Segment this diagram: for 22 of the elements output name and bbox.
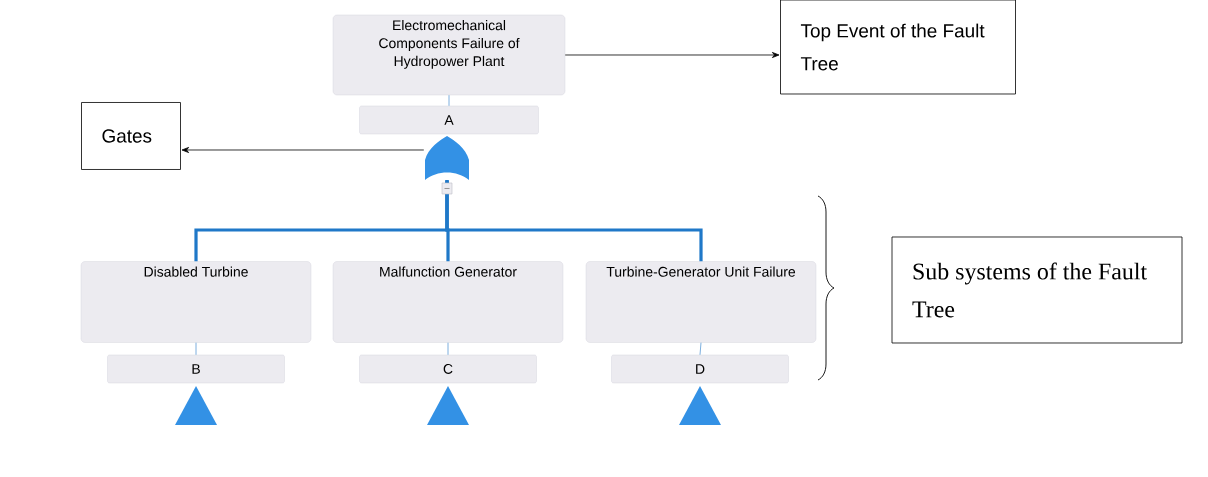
gate-label-box: C	[359, 354, 537, 384]
connector	[447, 342, 449, 356]
connector	[195, 342, 197, 356]
transfer-triangle	[427, 386, 469, 425]
connector	[699, 342, 702, 356]
event-box: Turbine-Generator Unit Failure	[585, 261, 817, 343]
callout-box: Gates	[81, 102, 181, 170]
callout-box: Sub systems of the Fault Tree	[891, 236, 1183, 344]
connector	[448, 94, 450, 107]
connector	[181, 147, 425, 153]
transfer-triangle	[679, 386, 721, 425]
transfer-triangle	[175, 386, 217, 425]
gate-label-box: D	[611, 354, 789, 384]
callout-box: Top Event of the Fault Tree	[780, 0, 1016, 95]
event-box: Malfunction Generator	[332, 261, 564, 343]
connector	[445, 180, 703, 262]
event-box: Disabled Turbine	[80, 261, 312, 343]
connector	[564, 52, 780, 58]
event-box: Electromechanical Components Failure of Hydropower Plant	[332, 14, 566, 96]
gate-label-box: A	[359, 105, 539, 135]
or-gate	[425, 136, 469, 180]
gate-label-box: B	[107, 354, 285, 384]
